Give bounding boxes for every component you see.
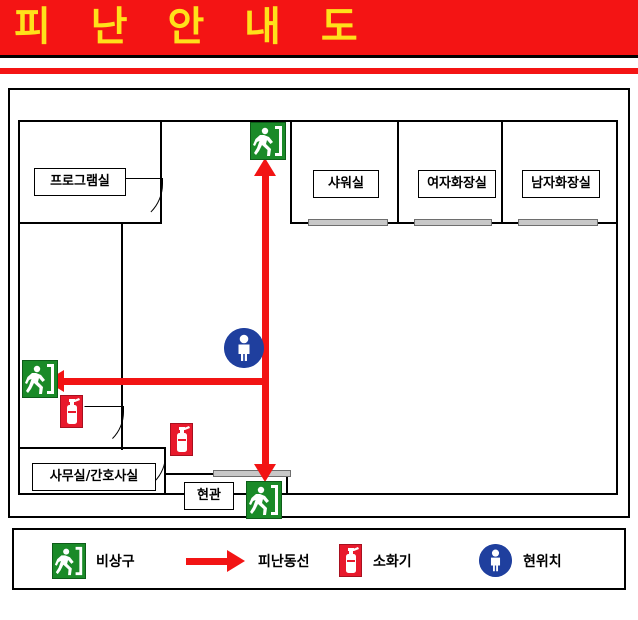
legend-item-emergency-exit: 비상구 bbox=[52, 540, 135, 582]
emergency-exit-icon-north bbox=[250, 122, 286, 160]
route-arrowhead-up bbox=[254, 158, 276, 176]
current-location-icon-legend bbox=[479, 541, 513, 581]
title-banner: 피 난 안 내 도 bbox=[0, 0, 638, 58]
door-sill-mens-restroom bbox=[518, 219, 598, 226]
legend-label-emergency-exit: 비상구 bbox=[96, 554, 135, 570]
evacuation-route-arrow-legend bbox=[184, 541, 248, 581]
legend-label-evacuation-route: 피난동선 bbox=[258, 554, 310, 570]
emergency-exit-icon-west bbox=[22, 360, 58, 398]
emergency-exit-icon-entrance bbox=[246, 481, 282, 519]
room-label-mens-restroom: 남자화장실 bbox=[522, 170, 600, 198]
legend-item-current-location: 현위치 bbox=[479, 540, 562, 582]
door-sill-womens-restroom bbox=[414, 219, 492, 226]
wall-entrance-right bbox=[286, 473, 288, 495]
legend-box: 비상구 피난동선 소화기 bbox=[12, 528, 626, 590]
route-segment-vertical bbox=[262, 172, 269, 468]
room-label-womens-restroom: 여자화장실 bbox=[418, 170, 496, 198]
fire-extinguisher-icon-legend bbox=[339, 541, 363, 581]
route-segment-horizontal bbox=[60, 378, 265, 385]
legend-item-evacuation-route: 피난동선 bbox=[184, 540, 310, 582]
wall-office-right bbox=[164, 447, 166, 495]
legend-item-fire-extinguisher: 소화기 bbox=[339, 540, 412, 582]
door-sill-entrance bbox=[213, 470, 291, 477]
wall-bottom bbox=[18, 493, 618, 495]
wall-corridor-partition bbox=[121, 222, 123, 450]
door-arc-program-room bbox=[121, 178, 163, 224]
wall-womens-right bbox=[501, 120, 503, 224]
fire-extinguisher-icon-office bbox=[170, 423, 193, 456]
emergency-exit-icon-legend bbox=[52, 541, 86, 581]
fire-extinguisher-icon-corridor bbox=[60, 395, 83, 428]
wall-shower-right bbox=[397, 120, 399, 224]
wall-right bbox=[616, 120, 618, 495]
legend-label-current-location: 현위치 bbox=[523, 554, 562, 570]
route-arrowhead-down bbox=[254, 464, 276, 482]
room-label-entrance-hall: 현관 bbox=[184, 482, 234, 510]
floor-plan-frame: 프로그램실 샤워실 여자화장실 남자화장실 사무실/간호사실 현관 bbox=[8, 88, 630, 519]
door-arc-corridor bbox=[84, 406, 124, 450]
wall-program-room-bottom bbox=[18, 222, 162, 224]
wall-top bbox=[18, 120, 618, 122]
room-label-shower-room: 샤워실 bbox=[313, 170, 379, 198]
legend-label-fire-extinguisher: 소화기 bbox=[373, 554, 412, 570]
title-underline-stripe bbox=[0, 68, 638, 74]
wall-program-room-right bbox=[160, 120, 162, 224]
page-title: 피 난 안 내 도 bbox=[14, 4, 371, 50]
wall-left bbox=[18, 120, 20, 495]
building-outline: 프로그램실 샤워실 여자화장실 남자화장실 사무실/간호사실 현관 bbox=[18, 120, 618, 519]
door-sill-shower bbox=[308, 219, 388, 226]
room-label-program-room: 프로그램실 bbox=[34, 168, 126, 196]
wall-shower-left bbox=[290, 120, 292, 224]
current-location-icon-map bbox=[224, 328, 264, 368]
room-label-office-nurse: 사무실/간호사실 bbox=[32, 463, 156, 491]
